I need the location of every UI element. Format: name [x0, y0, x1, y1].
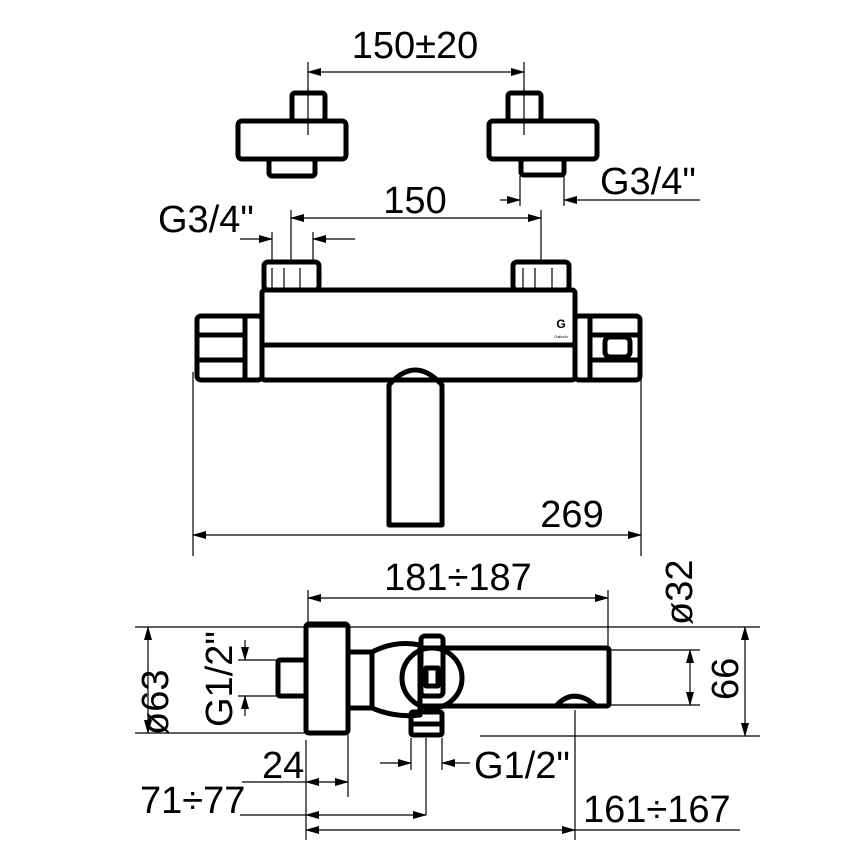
dimension-cap-diameter: ø63: [135, 626, 760, 735]
label-eccentric-thread: G3/4": [600, 161, 696, 203]
label-inlet-thread-side: G1/2": [199, 631, 241, 727]
eccentric-connector-right: [486, 90, 600, 178]
label-outlet-offset: 71÷77: [140, 780, 245, 822]
dimension-inlet-spacing: 150±20: [307, 25, 525, 135]
label-inlet-spacing: 150±20: [352, 25, 479, 67]
label-inlet-thread-left: G3/4": [158, 199, 254, 241]
dimension-height: 66: [480, 626, 760, 737]
dimension-inlet-thread-left: G3/4": [158, 199, 355, 262]
label-cap-depth: 24: [262, 745, 304, 787]
dimension-handle-diameter: ø32: [659, 560, 701, 625]
dimension-spout-reach: 181÷187: [307, 557, 609, 650]
dimension-cap-depth: 24: [242, 735, 349, 840]
svg-text:Galindo: Galindo: [554, 334, 569, 339]
dimension-eccentric-thread: G3/4": [500, 161, 700, 206]
dimension-overall-width: 269: [192, 372, 642, 556]
dimension-inlet-thread-side: G1/2": [199, 631, 280, 727]
label-spout-projection: 161÷167: [583, 789, 731, 831]
label-outlet-thread: G1/2": [474, 745, 570, 787]
label-height: 66: [705, 658, 747, 700]
mixer-side-view: [275, 621, 612, 738]
label-inlet-centers: 150: [383, 180, 446, 222]
galindo-logo: G Galindo: [554, 317, 569, 339]
svg-text:G: G: [556, 317, 565, 331]
dimension-spout-projection: 161÷167: [305, 710, 740, 840]
label-handle-diameter: ø32: [659, 560, 701, 625]
eccentric-connector-left: [235, 90, 349, 179]
thermostatic-body-front: [194, 259, 643, 528]
label-spout-reach: 181÷187: [384, 557, 532, 599]
label-cap-diameter: ø63: [135, 670, 177, 735]
dimension-outlet-thread: G1/2": [380, 738, 570, 815]
dimension-outlet-offset: 71÷77: [140, 780, 427, 822]
label-overall-width: 269: [540, 494, 603, 536]
dimension-inlet-centers: 150: [290, 180, 542, 262]
